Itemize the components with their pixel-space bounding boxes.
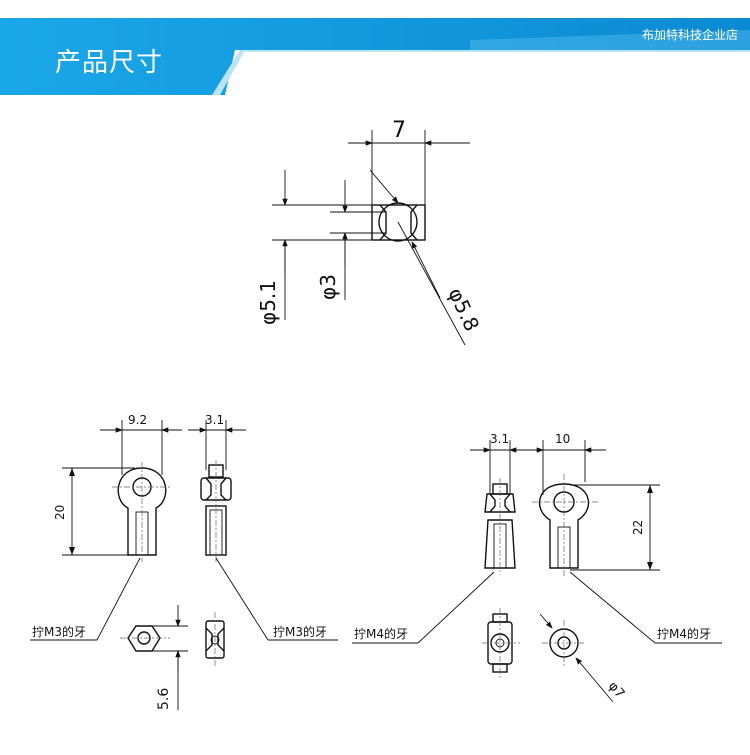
section-title: 产品尺寸 <box>55 48 164 78</box>
dim-side-text: 3.1 <box>490 432 509 446</box>
header-banner <box>0 18 750 95</box>
dim-ring-text: φ7 <box>605 679 627 702</box>
dim-width-text: 9.2 <box>128 413 147 427</box>
dim-ball-text: φ5.8 <box>443 284 484 335</box>
label-thread-left: 拧M4的牙 <box>354 626 408 641</box>
right-assembly: 3.1 10 22 拧M4的牙 拧M4的牙 <box>352 432 722 703</box>
label-thread-right: 拧M3的牙 <box>273 624 327 639</box>
dim-outer-text: φ5.1 <box>256 280 280 325</box>
left-assembly: 9.2 3.1 20 拧M3的牙 拧M3的牙 <box>30 413 338 710</box>
label-thread-left: 拧M3的牙 <box>32 624 86 639</box>
dim-width-text: 7 <box>392 118 406 143</box>
dim-height-text: 20 <box>53 505 67 520</box>
shop-name: 布加特科技企业店 <box>641 28 738 42</box>
label-thread-right: 拧M4的牙 <box>657 626 711 641</box>
dim-inner-text: φ3 <box>316 274 340 300</box>
dim-height-text: 22 <box>631 520 645 535</box>
dim-side-text: 3.1 <box>205 413 224 427</box>
top-view: 7 φ5.1 φ3 φ5.8 <box>256 118 484 346</box>
dim-hex-text: 5.6 <box>156 688 172 710</box>
dim-width-text: 10 <box>555 432 570 446</box>
